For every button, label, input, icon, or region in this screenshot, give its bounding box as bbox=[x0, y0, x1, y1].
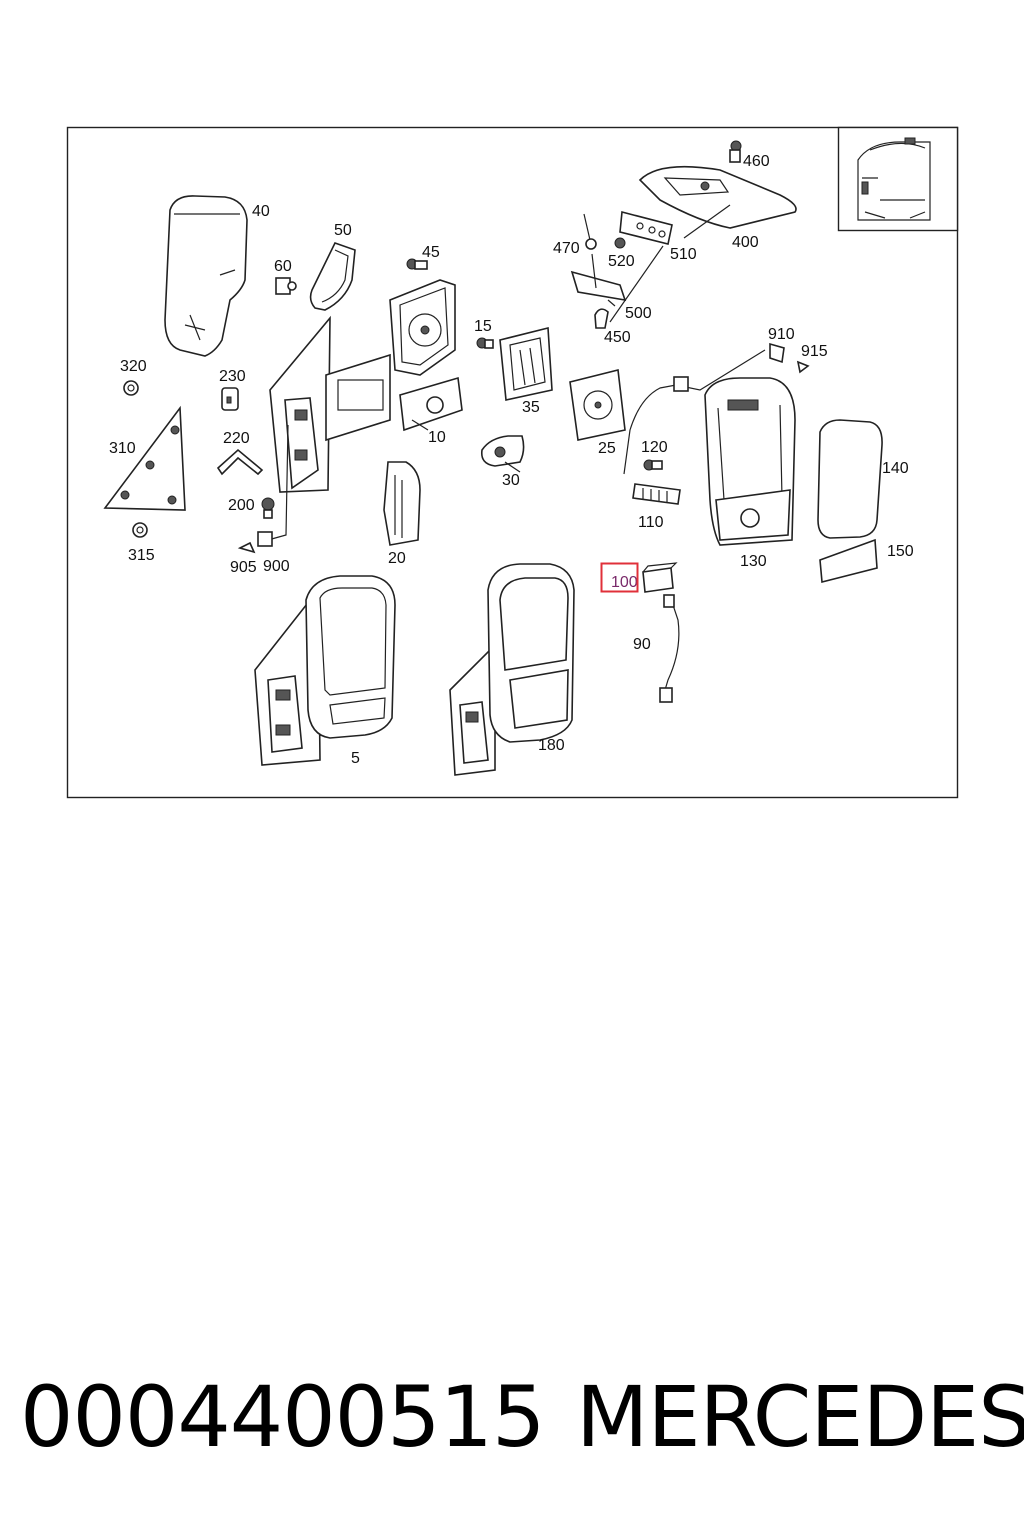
part-180-mirror-assembly bbox=[449, 563, 575, 776]
part-200-screw bbox=[261, 497, 275, 519]
part-label-50: 50 bbox=[334, 222, 352, 239]
part-label-110: 110 bbox=[638, 514, 664, 531]
part-label-20: 20 bbox=[388, 550, 406, 567]
part-20-lamp bbox=[383, 461, 421, 546]
part-label-5: 5 bbox=[351, 750, 360, 767]
part-label-310: 310 bbox=[109, 440, 136, 457]
part-90-cable bbox=[659, 594, 680, 703]
part-460-screw bbox=[729, 140, 742, 163]
leader-lines bbox=[411, 204, 731, 473]
part-120-screw bbox=[643, 459, 663, 471]
part-label-500: 500 bbox=[625, 305, 652, 322]
part-40-mirror-cover bbox=[164, 195, 248, 357]
part-15-screw bbox=[476, 337, 494, 349]
part-400-indicator-housing bbox=[638, 165, 797, 229]
part-10-mirror-adjuster bbox=[389, 279, 463, 432]
part-label-230: 230 bbox=[219, 368, 246, 385]
part-320-clip bbox=[123, 380, 139, 396]
part-housing-arm bbox=[269, 315, 391, 493]
part-label-220: 220 bbox=[223, 430, 250, 447]
part-label-900: 900 bbox=[263, 558, 290, 575]
part-150-lower-glass bbox=[819, 538, 878, 584]
part-label-320: 320 bbox=[120, 358, 147, 375]
part-number: 0004400515 bbox=[20, 1368, 545, 1466]
part-label-915: 915 bbox=[801, 343, 828, 360]
part-510-plate bbox=[619, 210, 673, 245]
caption: 0004400515 MERCEDES bbox=[0, 1368, 1024, 1478]
part-label-10: 10 bbox=[428, 429, 446, 446]
part-520-nut bbox=[614, 237, 626, 249]
part-25-glass-adjuster bbox=[569, 369, 626, 441]
part-450-bulb bbox=[594, 308, 609, 329]
part-label-25: 25 bbox=[598, 440, 616, 457]
part-label-520: 520 bbox=[608, 253, 635, 270]
brand-name: MERCEDES bbox=[576, 1368, 1024, 1466]
part-5-mirror-assembly bbox=[254, 575, 396, 766]
part-label-120: 120 bbox=[641, 439, 668, 456]
part-label-40: 40 bbox=[252, 203, 270, 220]
part-label-510: 510 bbox=[670, 246, 697, 263]
part-label-150: 150 bbox=[887, 543, 914, 560]
part-310-triangle-cover bbox=[103, 405, 186, 511]
parts-diagram: 4050604515320230220310200315905900201035… bbox=[66, 126, 959, 799]
part-label-30: 30 bbox=[502, 472, 520, 489]
part-label-35: 35 bbox=[522, 399, 540, 416]
part-label-130: 130 bbox=[740, 553, 767, 570]
part-label-450: 450 bbox=[604, 329, 631, 346]
part-label-60: 60 bbox=[274, 258, 292, 275]
part-35-bracket bbox=[499, 326, 553, 401]
part-label-905: 905 bbox=[230, 559, 257, 576]
part-315-clip bbox=[132, 522, 148, 538]
part-label-315: 315 bbox=[128, 547, 155, 564]
part-130-mirror-base bbox=[704, 377, 796, 546]
part-30-cover bbox=[480, 435, 525, 467]
part-label-45: 45 bbox=[422, 244, 440, 261]
part-220-seal bbox=[216, 448, 264, 476]
part-label-200: 200 bbox=[228, 497, 255, 514]
part-50-frame bbox=[309, 242, 356, 311]
part-470-pin bbox=[583, 213, 597, 250]
part-230-plug bbox=[221, 387, 239, 411]
part-100-module bbox=[642, 562, 678, 593]
part-label-100: 100 bbox=[611, 574, 638, 591]
part-110-lamp bbox=[632, 483, 681, 505]
part-140-mirror-glass bbox=[817, 419, 883, 539]
part-label-180: 180 bbox=[538, 737, 565, 754]
part-910-wiring bbox=[623, 342, 810, 475]
part-45-screw bbox=[406, 258, 428, 270]
part-label-15: 15 bbox=[474, 318, 492, 335]
part-label-140: 140 bbox=[882, 460, 909, 477]
vehicle-thumbnail bbox=[837, 126, 959, 232]
part-label-400: 400 bbox=[732, 234, 759, 251]
part-label-90: 90 bbox=[633, 636, 651, 653]
highlight-box-100 bbox=[600, 562, 639, 593]
part-label-910: 910 bbox=[768, 326, 795, 343]
part-900-connector bbox=[237, 424, 289, 554]
part-label-470: 470 bbox=[553, 240, 580, 257]
part-60-screw bbox=[275, 277, 297, 295]
diagram-frame bbox=[66, 126, 959, 799]
part-label-460: 460 bbox=[743, 153, 770, 170]
